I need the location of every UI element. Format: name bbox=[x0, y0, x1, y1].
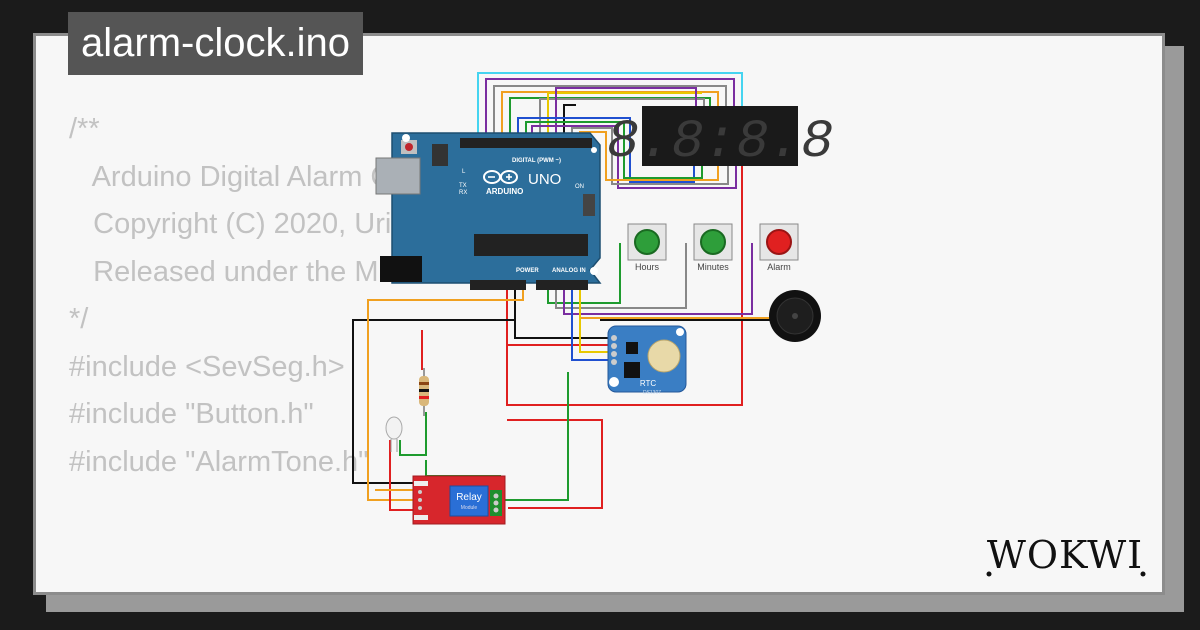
relay-label: Relay bbox=[456, 492, 482, 503]
wire-purple bbox=[485, 78, 735, 140]
code-line: #include <SevSeg.h> bbox=[69, 350, 345, 383]
arduino-uno-board: UNO ARDUINO DIGITAL (PWM ~) POWER ANALOG… bbox=[375, 132, 602, 290]
rtc-label: RTC bbox=[640, 379, 657, 388]
wire-green3 bbox=[547, 243, 621, 304]
button-hours-label: Hours bbox=[635, 262, 660, 272]
digital-label: DIGITAL (PWM ~) bbox=[512, 158, 561, 164]
on-label: ON bbox=[575, 184, 584, 190]
board-model: UNO bbox=[528, 171, 561, 188]
relay-module: Relay Module bbox=[412, 475, 506, 525]
wokwi-logo: WOKWI bbox=[986, 533, 1146, 577]
wire-black bbox=[563, 104, 576, 140]
wire-green4 bbox=[504, 372, 569, 501]
button-alarm[interactable]: Alarm bbox=[759, 223, 799, 272]
wire-red2 bbox=[506, 330, 610, 346]
button-minutes[interactable]: Minutes bbox=[693, 223, 733, 272]
code-line: */ bbox=[69, 303, 89, 335]
power-jack bbox=[380, 256, 422, 282]
wire-red3 bbox=[507, 419, 603, 509]
rtc-module: RTC DS1307 bbox=[607, 325, 687, 396]
reset-button[interactable] bbox=[405, 143, 413, 151]
button-hours[interactable]: Hours bbox=[627, 223, 667, 272]
wire-yellow2 bbox=[579, 290, 610, 353]
code-line: #include "AlarmTone.h" bbox=[69, 445, 369, 478]
wire-black2 bbox=[514, 290, 610, 339]
wire-gray3 bbox=[571, 127, 729, 185]
relay-sublabel: Module bbox=[461, 505, 478, 511]
code-preview: /** Arduino Digital Alarm Clock Copyrigh… bbox=[69, 106, 520, 486]
rx-label: RX bbox=[459, 190, 467, 196]
buzzer bbox=[769, 290, 821, 342]
usb-port bbox=[375, 157, 421, 195]
project-filename: alarm-clock.ino bbox=[68, 12, 363, 75]
wire-green5 bbox=[399, 412, 427, 456]
led bbox=[385, 416, 403, 452]
wire-gray bbox=[493, 85, 727, 140]
wire-red bbox=[506, 166, 743, 406]
wire-red5 bbox=[389, 470, 414, 511]
digital-header bbox=[460, 138, 592, 148]
analog-label: ANALOG IN bbox=[552, 268, 586, 274]
wire-purple2 bbox=[555, 87, 697, 140]
seven-segment-display: 8.8:8.8 bbox=[607, 106, 834, 173]
resistor bbox=[419, 368, 429, 416]
code-line: /** bbox=[69, 113, 100, 145]
rtc-chip-label: DS1307 bbox=[643, 390, 661, 396]
wokwi-logo-text: WOKWI bbox=[987, 533, 1143, 577]
tx-label: TX bbox=[459, 183, 467, 189]
wire-yellow bbox=[547, 92, 702, 140]
arduino-logo-icon bbox=[483, 170, 518, 184]
wire-cyan bbox=[477, 72, 743, 140]
button-minutes-label: Minutes bbox=[697, 262, 729, 272]
wire-gray4 bbox=[555, 243, 687, 309]
wire-blue2 bbox=[571, 290, 610, 361]
button-alarm-label: Alarm bbox=[767, 262, 791, 272]
wires bbox=[352, 72, 770, 511]
code-line: #include "Button.h" bbox=[69, 398, 314, 430]
wire-orange3 bbox=[367, 290, 524, 501]
atmega-chip bbox=[474, 234, 588, 256]
l-label: L bbox=[462, 169, 466, 175]
wire-black3 bbox=[352, 319, 515, 484]
power-label: POWER bbox=[516, 268, 539, 274]
wire-gray2 bbox=[539, 98, 705, 140]
wire-purple3 bbox=[531, 125, 737, 189]
board-brand: ARDUINO bbox=[486, 187, 523, 196]
wire-green2 bbox=[525, 121, 703, 179]
wire-purple4 bbox=[563, 243, 753, 315]
display-digits: 8.8:8.8 bbox=[607, 112, 834, 173]
